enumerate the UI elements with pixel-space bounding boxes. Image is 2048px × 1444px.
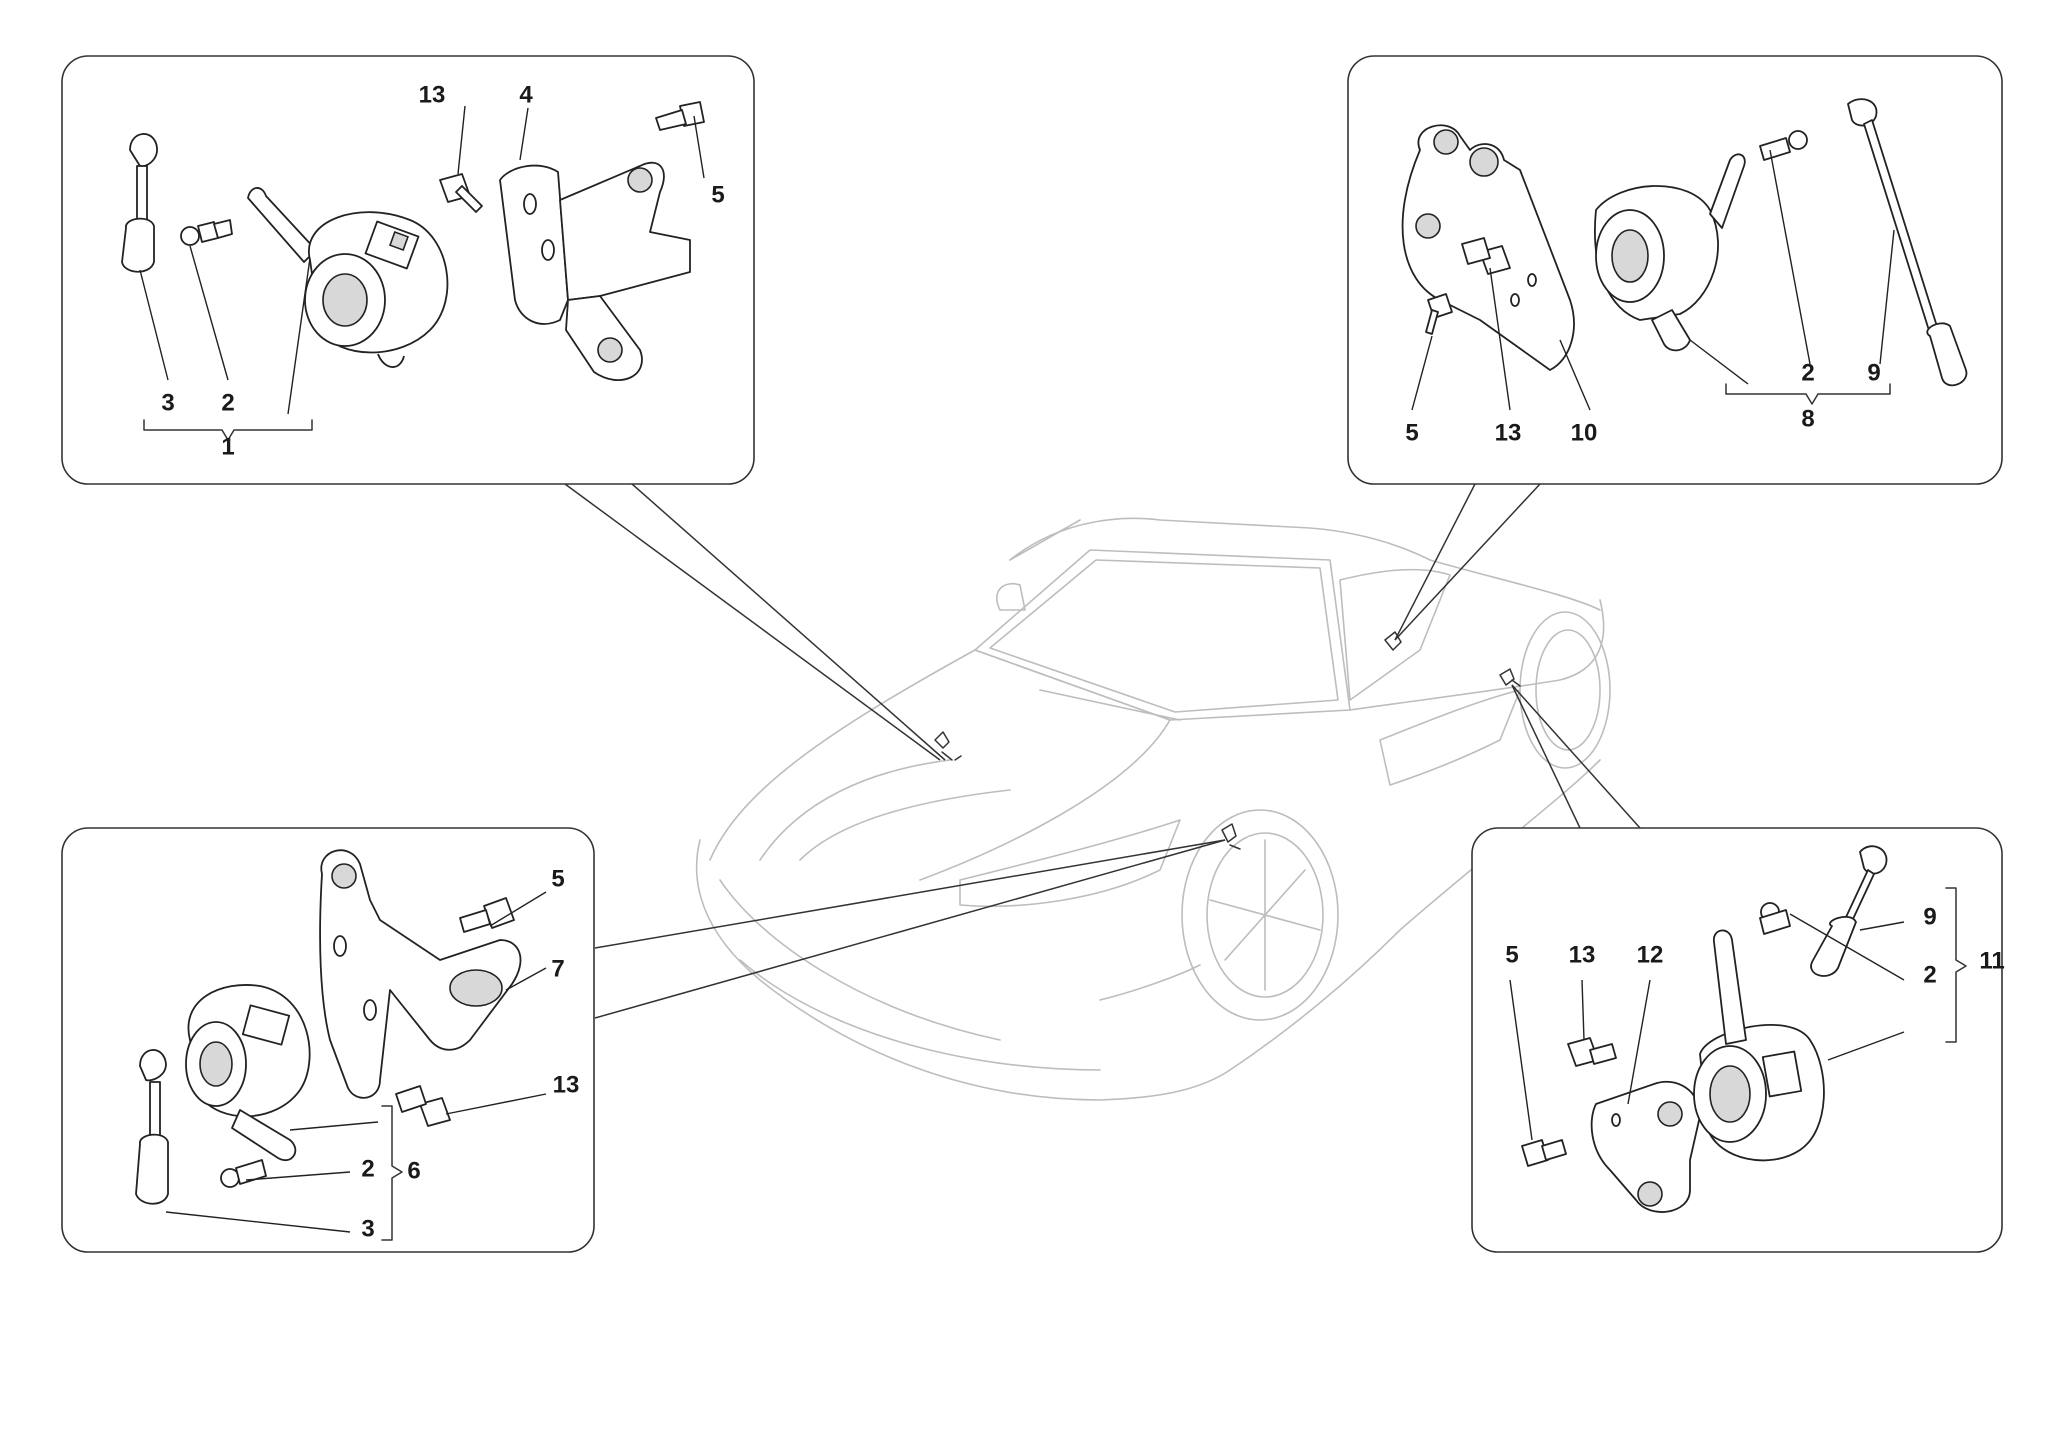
height-sensor [185, 984, 311, 1161]
label-13: 13 [553, 1071, 580, 1098]
label-5: 5 [551, 865, 564, 892]
label-11: 11 [1979, 947, 2004, 974]
bolt-5 [655, 101, 705, 131]
label-3: 3 [361, 1215, 374, 1242]
panel-top-right: 2 9 5 13 10 8 [1347, 55, 2003, 485]
panel-top-left: 13 4 5 3 2 1 [61, 55, 755, 485]
label-2: 2 [1923, 961, 1936, 988]
label-13: 13 [419, 81, 446, 108]
sensor-rod [1847, 98, 1968, 387]
label-10: 10 [1571, 419, 1598, 446]
sensor-rod [1810, 845, 1888, 977]
label-12: 12 [1637, 941, 1664, 968]
label-5: 5 [711, 181, 724, 208]
bolt-13 [395, 1085, 451, 1127]
label-8: 8 [1801, 405, 1814, 432]
label-2: 2 [361, 1155, 374, 1182]
panel-bottom-left: 5 7 13 2 6 3 [61, 827, 595, 1253]
label-1: 1 [221, 433, 234, 460]
ball-stud [1759, 130, 1808, 161]
ball-stud [180, 219, 233, 246]
callout-lines [564, 483, 1641, 1019]
sensor-rod [121, 133, 158, 273]
bolt-5 [1425, 293, 1453, 335]
bolt-13 [1461, 237, 1511, 275]
label-13: 13 [1495, 419, 1522, 446]
sensor-rod [135, 1049, 169, 1205]
bolt-13 [439, 173, 483, 213]
label-9: 9 [1867, 359, 1880, 386]
label-2: 2 [1801, 359, 1814, 386]
label-6: 6 [407, 1157, 420, 1184]
panel-bottom-right: 5 13 12 9 2 11 [1471, 827, 2005, 1253]
bolt-5 [459, 897, 515, 933]
bracket-7 [319, 849, 522, 1099]
car-outline [695, 517, 1611, 1101]
ball-stud [1759, 902, 1791, 935]
label-7: 7 [551, 955, 564, 982]
label-9: 9 [1923, 903, 1936, 930]
bracket-4 [499, 161, 691, 381]
bolt-13 [1567, 1037, 1617, 1067]
bolt-5 [1521, 1139, 1567, 1167]
label-3: 3 [161, 389, 174, 416]
height-sensor [247, 187, 449, 368]
label-2: 2 [221, 389, 234, 416]
ball-stud [220, 1159, 267, 1188]
label-13: 13 [1569, 941, 1596, 968]
label-5: 5 [1505, 941, 1518, 968]
height-sensor [1693, 929, 1825, 1162]
height-sensor [1594, 153, 1746, 352]
bracket-12 [1590, 1080, 1701, 1213]
label-4: 4 [519, 81, 533, 108]
label-5: 5 [1405, 419, 1418, 446]
bracket-10 [1401, 124, 1575, 371]
